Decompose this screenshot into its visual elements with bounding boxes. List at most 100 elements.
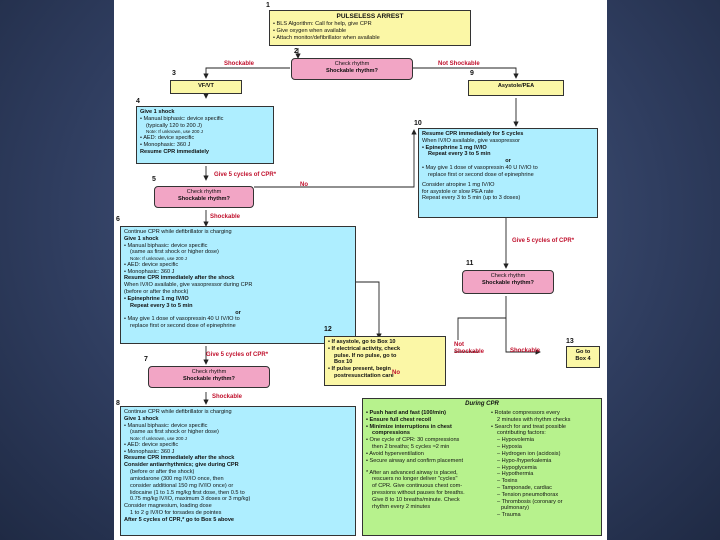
box-6-continue-cpr: Continue CPR while defibrillator is char… (120, 226, 356, 344)
box-9-asystole-pea: Asystole/PEA (468, 80, 564, 96)
box-1-item: • Give oxygen when available (273, 27, 347, 34)
box-11-check-rhythm: Check rhythm Shockable rhythm? (462, 270, 554, 294)
during-cpr-item: rescuers no longer deliver "cycles" (372, 476, 458, 483)
box-3-number: 3 (172, 70, 176, 77)
box-5-shockable-label: Shockable (210, 214, 241, 220)
box-8-line: (before or after the shock) (130, 469, 195, 476)
box-10-line: Repeat every 3 to 5 min (up to 3 doses) (422, 195, 521, 202)
box-5-no-label: No (300, 182, 308, 188)
box-4-line: • Manual biphasic: device specific (140, 115, 224, 122)
during-cpr-item: * After an advanced airway is placed, (366, 469, 458, 476)
box-2-title: Check rhythm (334, 61, 370, 67)
box-11-subtitle: Shockable rhythm? (482, 279, 534, 286)
box-4-give-shock: Give 1 shock • Manual biphasic: device s… (136, 106, 274, 164)
box-12-line: • If asystole, go to Box 10 (328, 339, 396, 345)
during-cpr-item: • Secure airway and confirm placement (366, 457, 464, 464)
box-4-line: Note: If unknown, use 200 J (146, 129, 203, 135)
during-cpr-item: – Hypoglycemia (497, 464, 537, 471)
box-2-not-shockable-label: Not Shockable (438, 61, 480, 67)
box-13-text: Go to (575, 349, 591, 355)
box-6-line: Resume CPR immediately after the shock (124, 275, 235, 282)
box-8-line: 1 to 2 g IV/IO for torsades de pointes (130, 509, 222, 516)
box-8-line: • Monophasic: 360 J (124, 448, 175, 455)
during-cpr-title: During CPR (465, 401, 499, 407)
box-8-line: • AED: device specific (124, 441, 179, 448)
box-6-line: • Epinephrine 1 mg IV/IO (124, 295, 189, 302)
box-1-title: PULSELESS ARREST (336, 13, 404, 20)
box-6-line: • Monophasic: 360 J (124, 268, 175, 275)
box-8-line: amiodarone (300 mg IV/IO once, then (130, 475, 224, 482)
box-1-number: 1 (266, 2, 270, 9)
during-cpr-item: – Tension pneumothorax (497, 491, 559, 498)
box-8-line: Continue CPR while defibrillator is char… (124, 409, 232, 415)
box-11-number: 11 (466, 260, 474, 267)
box-7-shockable-label: Shockable (212, 394, 243, 400)
during-cpr-item: • Push hard and fast (100/min) (366, 410, 446, 416)
during-cpr-item: • Search for and treat possible (491, 423, 567, 430)
box-6-line: Continue CPR while defibrillator is char… (124, 229, 232, 235)
box-10-line: Consider atropine 1 mg IV/IO (422, 181, 495, 188)
box-5-cycles-label: Give 5 cycles of CPR* (214, 172, 277, 178)
box-1-pulseless-arrest: PULSELESS ARREST • BLS Algorithm: Call f… (269, 10, 471, 46)
during-cpr-item: – Trauma (497, 512, 521, 519)
box-4-line: • AED: device specific (140, 135, 195, 142)
box-2-subtitle: Shockable rhythm? (326, 67, 378, 74)
during-cpr-item: • Rotate compressors every (491, 410, 560, 416)
box-8-line: consider additional 150 mg IV/IO once) o… (130, 482, 234, 489)
box-12-line: pulse. If no pulse, go to (334, 352, 397, 359)
during-cpr-item: Give 8 to 10 breaths/minute. Check (372, 496, 460, 503)
during-cpr-item: – Tamponade, cardiac (497, 484, 552, 491)
box-6-line: • Manual biphasic: device specific (124, 242, 208, 249)
during-cpr-item: – Hypo-/hyperkalemia (497, 457, 552, 464)
box-10-resume-cpr: Resume CPR immediately for 5 cycles When… (418, 128, 598, 218)
during-cpr-item: compressions (372, 430, 410, 437)
box-8-line: Consider antiarrhythmics; give during CP… (124, 462, 239, 469)
box-8-line: lidocaine (1 to 1.5 mg/kg first dose, th… (130, 489, 245, 496)
during-cpr-item: – Thrombosis (coronary or (497, 498, 563, 505)
box-8-line: • Manual biphasic: device specific (124, 422, 208, 429)
box-10-line: • May give 1 dose of vasopressin 40 U IV… (422, 165, 538, 172)
box-8-line: After 5 cycles of CPR,* go to Box 5 abov… (124, 516, 235, 523)
box-12-line: Box 10 (334, 359, 353, 366)
box-10-line: When IV/IO available, give vasopressor (422, 137, 520, 144)
box-4-line: Give 1 shock (140, 109, 175, 115)
box-6-line: When IV/IO available, give vasopressor d… (124, 282, 253, 289)
during-cpr-left-column: • Push hard and fast (100/min) • Ensure … (366, 410, 484, 510)
box-8-line: Give 1 shock (124, 415, 159, 422)
box-12-line: • If pulse present, begin (328, 366, 391, 373)
box-10-line: • Epinephrine 1 mg IV/IO (422, 144, 487, 151)
box-7-number: 7 (144, 356, 148, 363)
box-8-number: 8 (116, 400, 120, 407)
box-13-text: Box 4 (575, 355, 591, 362)
during-cpr-item: • One cycle of CPR: 30 compressions (366, 437, 460, 444)
box-7-title: Check rhythm (191, 369, 227, 375)
during-cpr-right-column: • Rotate compressors every 2 minutes wit… (491, 410, 599, 519)
during-cpr-item: contributing factors: (497, 430, 546, 437)
box-7-check-rhythm: Check rhythm Shockable rhythm? (148, 366, 270, 388)
box-8-line: (same as first shock or higher dose) (130, 429, 219, 436)
box-10-line: Resume CPR immediately for 5 cycles (422, 131, 524, 137)
box-10-line: or (505, 158, 511, 165)
during-cpr-item: – Toxins (497, 478, 518, 485)
box-7-cycles-label: Give 5 cycles of CPR* (206, 352, 269, 358)
box-6-line: Note: If unknown, use 200 J (130, 256, 187, 262)
box-13-number: 13 (566, 338, 574, 345)
box-4-line: (typically 120 to 200 J) (146, 122, 202, 129)
box-9-number: 9 (470, 70, 474, 77)
box-2-number: 2 (294, 48, 298, 55)
box-6-number: 6 (116, 216, 120, 223)
box-12-number: 12 (324, 326, 332, 333)
during-cpr-item: • Avoid hyperventilation (366, 450, 424, 457)
during-cpr-item: of CPR. Give continuous chest com- (372, 483, 463, 490)
box-8-line: Note: If unknown, use 200 J (130, 436, 187, 442)
box-12-not-shockable-label: Not Shockable (454, 342, 485, 355)
box-8-line: 0.75 mg/kg IV/IO, maximum 3 doses or 3 m… (130, 496, 251, 503)
box-8-antiarrhythmics: Continue CPR while defibrillator is char… (120, 406, 356, 536)
box-6-line: replace first or second dose of epinephr… (130, 323, 236, 330)
during-cpr-panel: During CPR • Push hard and fast (100/min… (362, 398, 602, 536)
during-cpr-item: 2 minutes with rhythm checks (497, 416, 571, 423)
during-cpr-item: • Minimize interruptions in chest (366, 423, 452, 430)
box-12-check-pulse: • If asystole, go to Box 10 • If electri… (324, 336, 446, 386)
box-1-item: • BLS Algorithm: Call for help, give CPR (273, 20, 372, 27)
box-6-line: or (235, 309, 241, 316)
